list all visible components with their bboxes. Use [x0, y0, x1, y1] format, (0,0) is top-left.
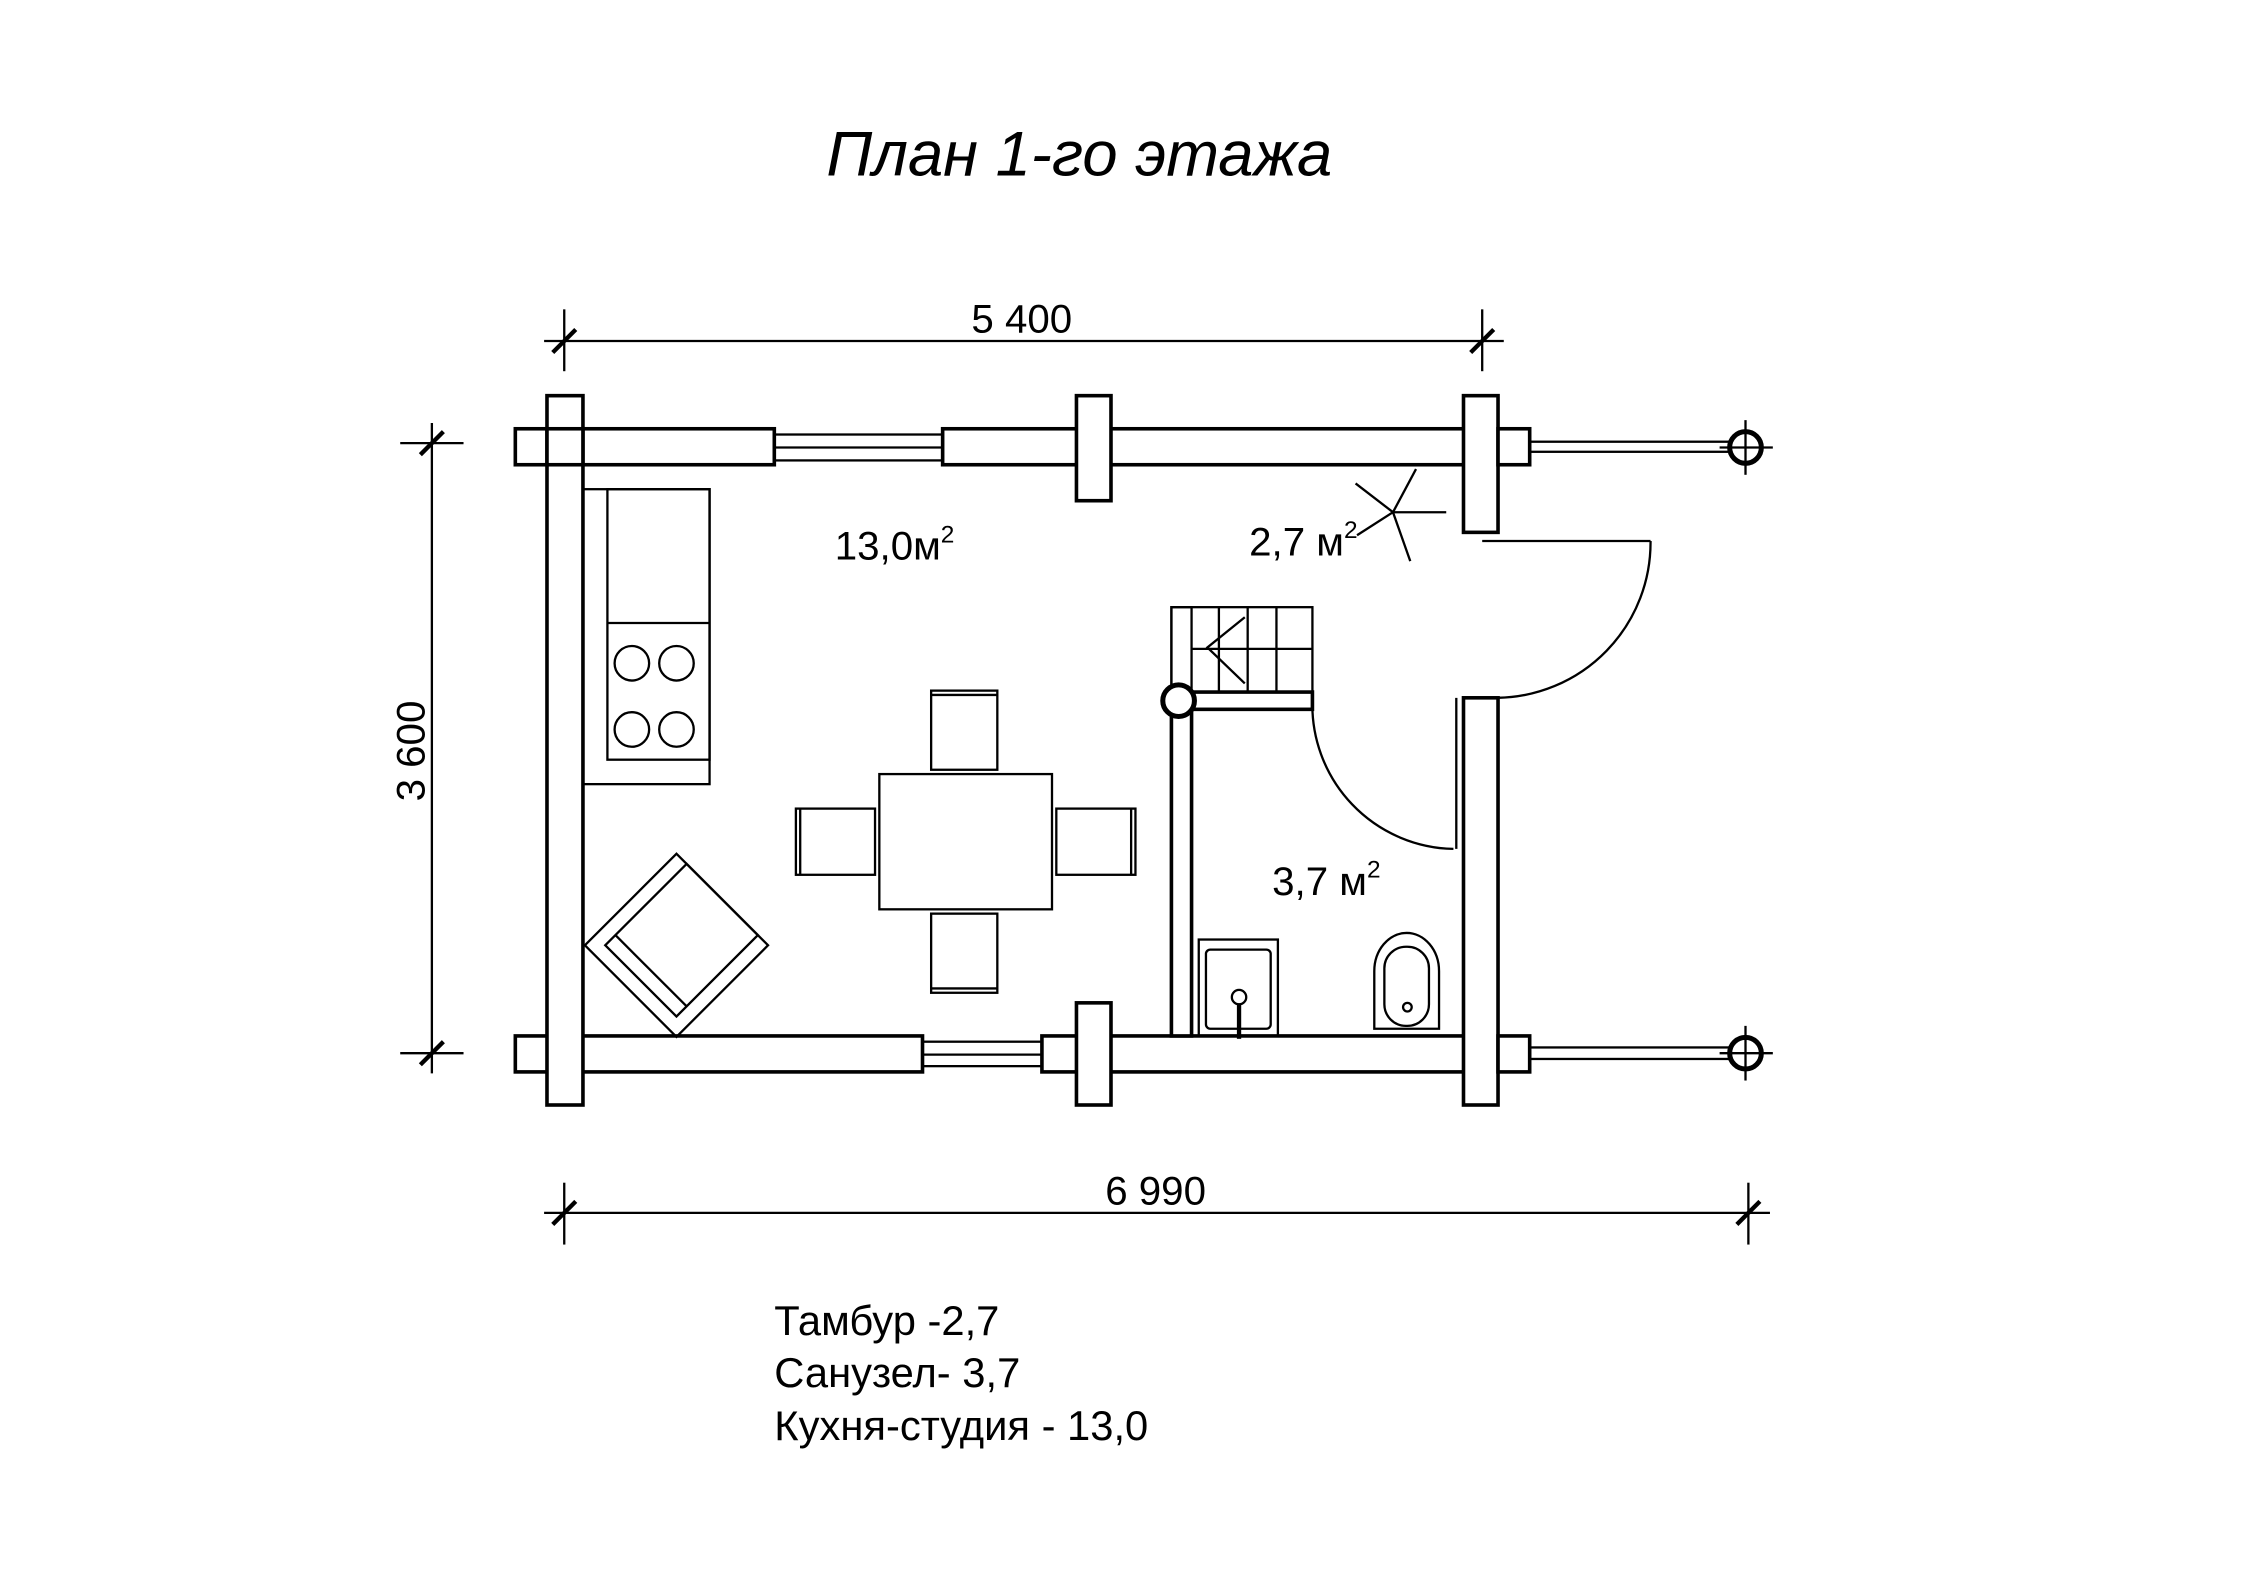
- toilet: [1373, 931, 1441, 1030]
- dimension-bottom: 6 990: [544, 1168, 1770, 1245]
- room-label-bathroom: 3,7 м2: [1272, 857, 1380, 904]
- window-top: [773, 433, 944, 462]
- room-label-kitchen: 13,0м2: [835, 521, 955, 568]
- entrance-door: [1482, 539, 1652, 699]
- legend-item: Санузел- 3,7: [774, 1349, 1020, 1396]
- plan-title: План 1-го этажа: [826, 120, 1332, 190]
- dining-table: [794, 689, 1137, 994]
- walls: [513, 393, 1532, 1107]
- area-legend: Тамбур -2,7 Санузел- 3,7 Кухня-студия - …: [774, 1297, 1148, 1449]
- svg-text:3 600: 3 600: [389, 701, 434, 802]
- fan-icon: [1354, 468, 1447, 562]
- svg-text:6 990: 6 990: [1105, 1168, 1206, 1213]
- legend-item: Кухня-студия - 13,0: [774, 1402, 1148, 1449]
- window-bottom: [921, 1040, 1044, 1068]
- sink: [1197, 938, 1280, 1039]
- legend-item: Тамбур -2,7: [774, 1297, 999, 1344]
- dimension-left: 3 600: [389, 423, 464, 1074]
- kitchen-counter: [581, 488, 711, 786]
- porch-rails: [1528, 420, 1773, 1081]
- room-label-tambur: 2,7 м2: [1249, 517, 1357, 564]
- stairs: [1160, 606, 1314, 720]
- bathroom-door: [1311, 697, 1458, 851]
- armchair: [583, 852, 770, 1039]
- dimension-top: 5 400: [544, 296, 1504, 372]
- svg-text:5 400: 5 400: [971, 296, 1072, 341]
